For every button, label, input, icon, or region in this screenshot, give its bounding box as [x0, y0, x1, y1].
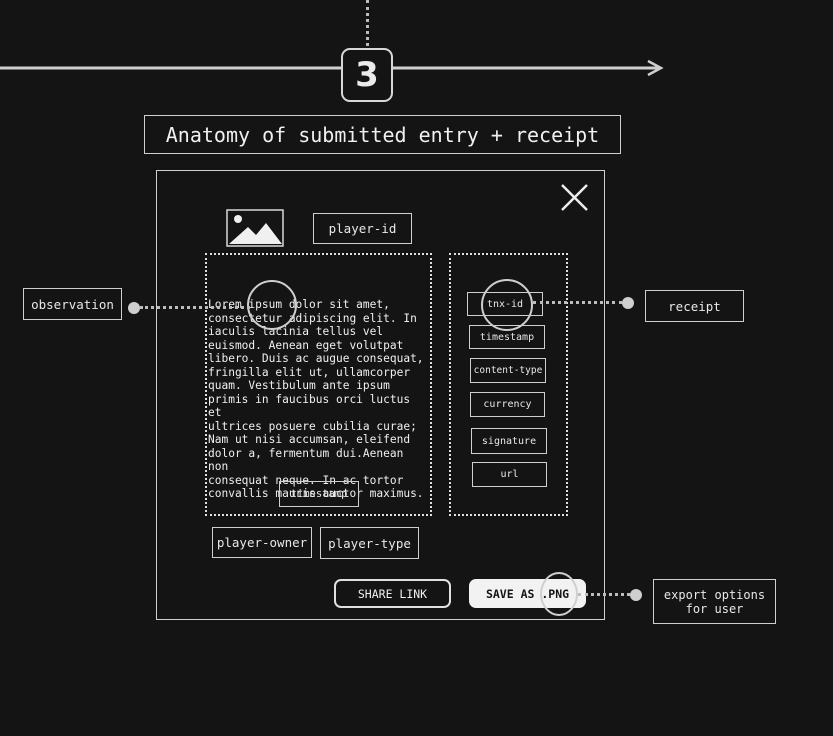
receipt-field-label: timestamp [479, 331, 535, 343]
export-connector-dot [630, 589, 642, 601]
share-link-button[interactable]: SHARE LINK [334, 579, 451, 608]
player-type-text: player-type [328, 535, 411, 551]
receipt-field-url: url [472, 462, 547, 487]
entry-timestamp-text: timestamp [290, 488, 348, 500]
receipt-field-currency: currency [470, 392, 545, 417]
entry-modal [156, 170, 605, 620]
export-highlight-ring [540, 572, 578, 616]
receipt-highlight-ring [481, 279, 533, 331]
receipt-field-label: content-type [473, 365, 543, 376]
receipt-connector-dot [622, 297, 634, 309]
observation-highlight-ring [247, 280, 297, 330]
receipt-field-label: url [500, 469, 519, 480]
receipt-field-content-type: content-type [470, 358, 546, 383]
player-type-label: player-type [320, 527, 419, 559]
observation-annotation-text: observation [31, 296, 114, 312]
receipt-connector-line [533, 301, 622, 304]
receipt-field-label: currency [483, 399, 532, 410]
receipt-panel [449, 253, 568, 516]
export-options-annotation-text: export options for user [663, 587, 766, 616]
share-link-label: SHARE LINK [357, 586, 428, 601]
player-id-label: player-id [313, 213, 412, 244]
observation-connector-dot [128, 302, 140, 314]
entry-body-text: Lorem ipsum dolor sit amet, consectetur … [208, 298, 424, 500]
player-owner-text: player-owner [216, 535, 308, 550]
receipt-field-label: signature [481, 435, 537, 447]
top-connector-line [366, 0, 369, 46]
player-owner-label: player-owner [212, 527, 312, 558]
step-number: 3 [355, 55, 379, 95]
close-icon[interactable] [560, 183, 590, 213]
receipt-field-signature: signature [471, 428, 547, 454]
receipt-annotation: receipt [645, 290, 744, 322]
step-badge: 3 [341, 48, 393, 102]
entry-timestamp-label: timestamp [279, 481, 359, 507]
observation-connector-line [140, 306, 250, 309]
observation-annotation: observation [23, 288, 122, 320]
player-id-text: player-id [328, 221, 397, 236]
receipt-annotation-text: receipt [668, 298, 721, 314]
page-title: Anatomy of submitted entry + receipt [144, 115, 621, 154]
image-placeholder-icon [226, 209, 284, 247]
export-options-annotation: export options for user [653, 579, 776, 624]
timeline-arrow [0, 59, 664, 77]
entry-content-panel [205, 253, 432, 516]
export-connector-line [578, 593, 630, 596]
title-text: Anatomy of submitted entry + receipt [165, 122, 600, 147]
